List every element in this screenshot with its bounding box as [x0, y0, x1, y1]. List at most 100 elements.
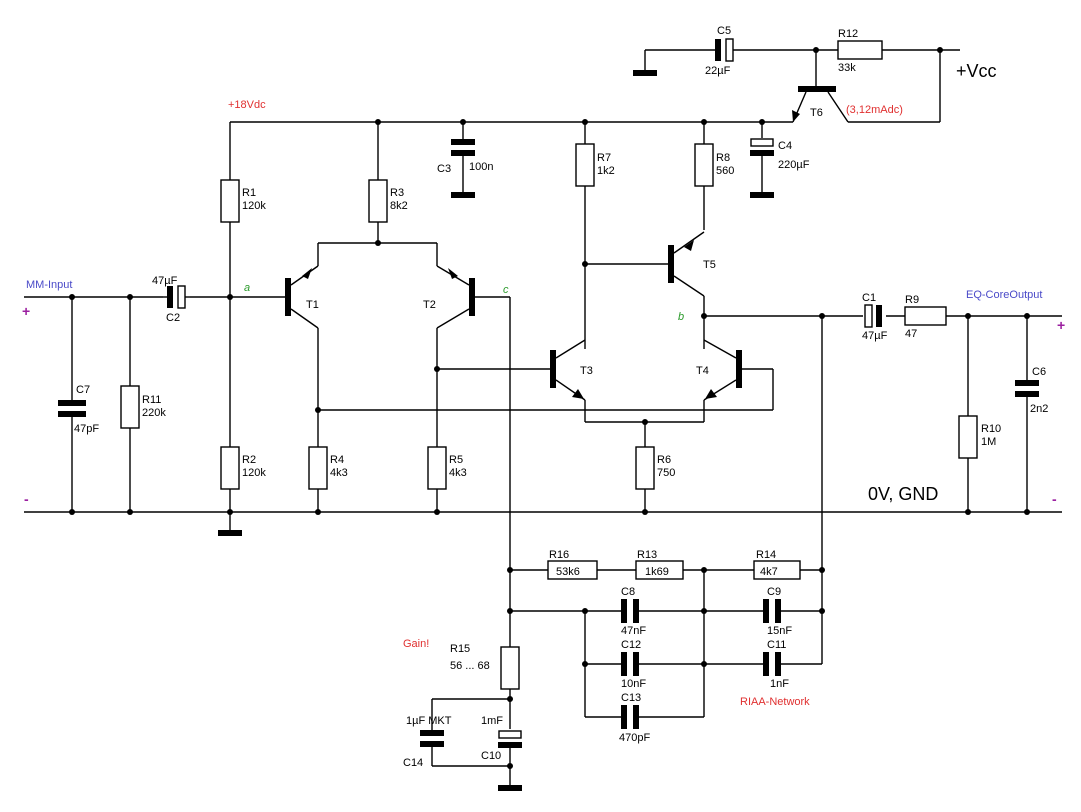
r6-resistor: R6 750	[585, 421, 704, 512]
junction-dot	[69, 294, 75, 300]
r5-value: 4k3	[449, 467, 467, 479]
junction-dot	[127, 509, 133, 515]
output-label: EQ-CoreOutput	[966, 289, 1042, 301]
junction-dot	[642, 419, 648, 425]
c2-name: C2	[166, 312, 180, 324]
c11-name: C11	[767, 639, 786, 651]
c4-value: 220µF	[778, 159, 810, 171]
junction-dot	[582, 119, 588, 125]
junction-dot	[315, 407, 321, 413]
r15-name: R15	[450, 643, 470, 655]
r15-resistor: R15 56 ... 68	[450, 643, 520, 729]
c9-value: 15nF	[767, 625, 792, 637]
c7-capacitor: C7 47pF	[58, 297, 99, 512]
t4-label: T4	[696, 365, 709, 377]
r13-value: 1k69	[645, 566, 669, 578]
r9-resistor: R9 47	[904, 294, 947, 340]
r14-value: 4k7	[760, 566, 778, 578]
junction-dot	[460, 119, 466, 125]
r2-name: R2	[242, 454, 256, 466]
rail-wires	[24, 121, 1062, 513]
r6-value: 750	[657, 467, 675, 479]
c3-name: C3	[437, 163, 451, 175]
r5-resistor: R5 4k3	[427, 446, 467, 512]
junction-dot	[375, 119, 381, 125]
vcc-label: +Vcc	[956, 61, 997, 81]
junction-dot	[582, 661, 588, 667]
riaa-label: RIAA-Network	[740, 696, 810, 708]
c11-capacitor: C11 1nF	[763, 639, 789, 690]
junction-dot	[937, 47, 943, 53]
t3-label: T3	[580, 365, 593, 377]
r12-resistor: R12 33k +Vcc	[837, 28, 997, 123]
t4-transistor: T4	[696, 339, 742, 422]
junction-dot	[315, 509, 321, 515]
junction-dot	[965, 313, 971, 319]
t2-transistor: T2	[423, 243, 510, 447]
c2-value: 47µF	[152, 275, 178, 287]
c4-capacitor: C4 220µF	[750, 122, 810, 198]
node-b-label: b	[678, 311, 684, 323]
r6-name: R6	[657, 454, 671, 466]
r7-value: 1k2	[597, 165, 615, 177]
r4-value: 4k3	[330, 467, 348, 479]
r11-name: R11	[142, 394, 161, 406]
t6-current-label: (3,12mAdc)	[846, 104, 903, 116]
r3-value: 8k2	[390, 200, 408, 212]
t5-label: T5	[703, 259, 716, 271]
r3-resistor: R3 8k2	[318, 122, 437, 244]
c12-name: C12	[621, 639, 641, 651]
c7-name: C7	[76, 384, 90, 396]
t6-label: T6	[810, 107, 823, 119]
junction-dot	[1024, 509, 1030, 515]
c10-capacitor: 1mF C10	[481, 715, 522, 791]
c4-name: C4	[778, 140, 792, 152]
c9-capacitor: C9 15nF	[763, 586, 792, 637]
junction-dot	[69, 509, 75, 515]
junction-dot	[813, 47, 819, 53]
t3-transistor: T3	[550, 339, 593, 422]
junction-dot	[701, 608, 707, 614]
r2-value: 120k	[242, 467, 266, 479]
c2-capacitor: 47µF C2	[152, 275, 190, 324]
c5-capacitor: C5 22µF	[633, 25, 856, 77]
junction-dot	[701, 661, 707, 667]
c3-capacitor: C3 100n	[437, 122, 493, 198]
c6-value: 2n2	[1030, 403, 1048, 415]
junction-dot	[507, 696, 513, 702]
t2-label: T2	[423, 299, 436, 311]
junction-dot	[507, 763, 513, 769]
r14-resistor: R14 4k7	[753, 549, 801, 580]
r14-name: R14	[756, 549, 776, 561]
r5-name: R5	[449, 454, 463, 466]
c7-value: 47pF	[74, 423, 99, 435]
r16-name: R16	[549, 549, 569, 561]
c8-name: C8	[621, 586, 635, 598]
junction-dot	[642, 509, 648, 515]
t5-transistor: T5	[585, 231, 716, 349]
r1-name: R1	[242, 187, 256, 199]
c12-value: 10nF	[621, 678, 646, 690]
riaa-wires	[509, 297, 823, 718]
r4-name: R4	[330, 454, 344, 466]
c1-name: C1	[862, 292, 876, 304]
r9-name: R9	[905, 294, 919, 306]
junction-dot	[227, 509, 233, 515]
junction-dot	[819, 608, 825, 614]
r13-name: R13	[637, 549, 657, 561]
output-minus: -	[1052, 491, 1057, 507]
annotation-labels: +18Vdc MM-Input EQ-CoreOutput 0V, GND Ga…	[22, 99, 1065, 708]
r8-name: R8	[716, 152, 730, 164]
r8-resistor: R8 560	[694, 122, 734, 230]
r16-value: 53k6	[556, 566, 580, 578]
junction-dot	[227, 294, 233, 300]
c13-name: C13	[621, 692, 641, 704]
c5-name: C5	[717, 25, 731, 37]
junction-dot	[507, 608, 513, 614]
r16-resistor: R16 53k6	[547, 549, 598, 580]
r10-resistor: R10 1M	[958, 316, 1001, 512]
c10-value: 1mF	[481, 715, 503, 727]
c14-capacitor: 1µF MKT C14	[403, 698, 510, 769]
node-a-label: a	[244, 282, 250, 294]
